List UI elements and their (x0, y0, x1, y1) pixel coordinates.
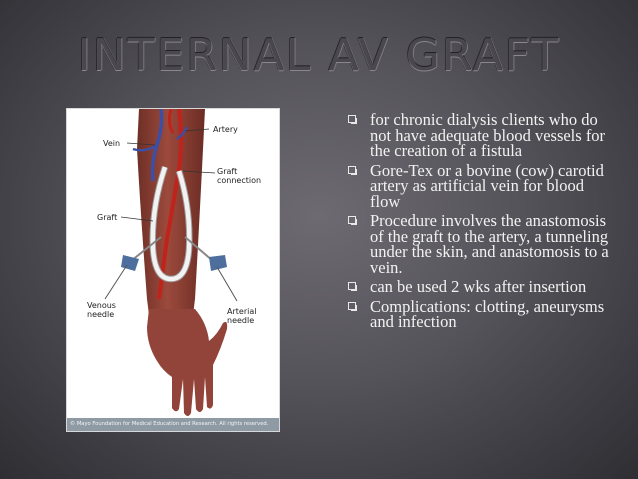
bullet-text: Complications: clotting, aneurysms and i… (370, 296, 605, 331)
checkbox-square-icon (348, 216, 357, 225)
label-graft-connection: Graft connection (217, 167, 262, 185)
bullet-text: Gore-Tex or a bovine (cow) carotid arter… (370, 160, 604, 211)
bullet-item: Complications: clotting, aneurysms and i… (348, 296, 618, 331)
bullet-item: Gore-Tex or a bovine (cow) carotid arter… (348, 160, 618, 211)
arterial-needle (184, 236, 238, 302)
checkbox-square-icon (348, 115, 357, 124)
bullet-item: can be used 2 wks after insertion (348, 277, 618, 296)
bullet-text: for chronic dialysis clients who do not … (370, 110, 606, 160)
artery (157, 109, 183, 300)
hand (147, 309, 228, 416)
label-artery: Artery (213, 125, 238, 134)
venous-needle (104, 236, 162, 300)
label-venous-needle: Venous needle (87, 301, 116, 319)
label-graft: Graft (97, 213, 118, 222)
bullet-text: can be used 2 wks after insertion (370, 277, 587, 296)
bullet-list: for chronic dialysis clients who do not … (348, 110, 618, 334)
slide-title: INTERNAL AV GRAFT (77, 30, 561, 81)
bullet-item: for chronic dialysis clients who do not … (348, 110, 618, 160)
label-arterial-needle: Arterial needle (227, 307, 257, 325)
bullet-item: Procedure involves the anastomosis of th… (348, 211, 618, 277)
arm-diagram (104, 109, 238, 416)
checkbox-square-icon (348, 282, 357, 291)
copyright-credit: © Mayo Foundation for Medical Education … (67, 418, 279, 431)
bullet-text: Procedure involves the anastomosis of th… (370, 211, 609, 277)
checkbox-square-icon (348, 165, 357, 175)
checkbox-square-icon (348, 301, 357, 311)
av-graft-illustration: Artery Vein Graft connection Graft Venou… (66, 108, 280, 432)
label-vein: Vein (103, 139, 121, 148)
